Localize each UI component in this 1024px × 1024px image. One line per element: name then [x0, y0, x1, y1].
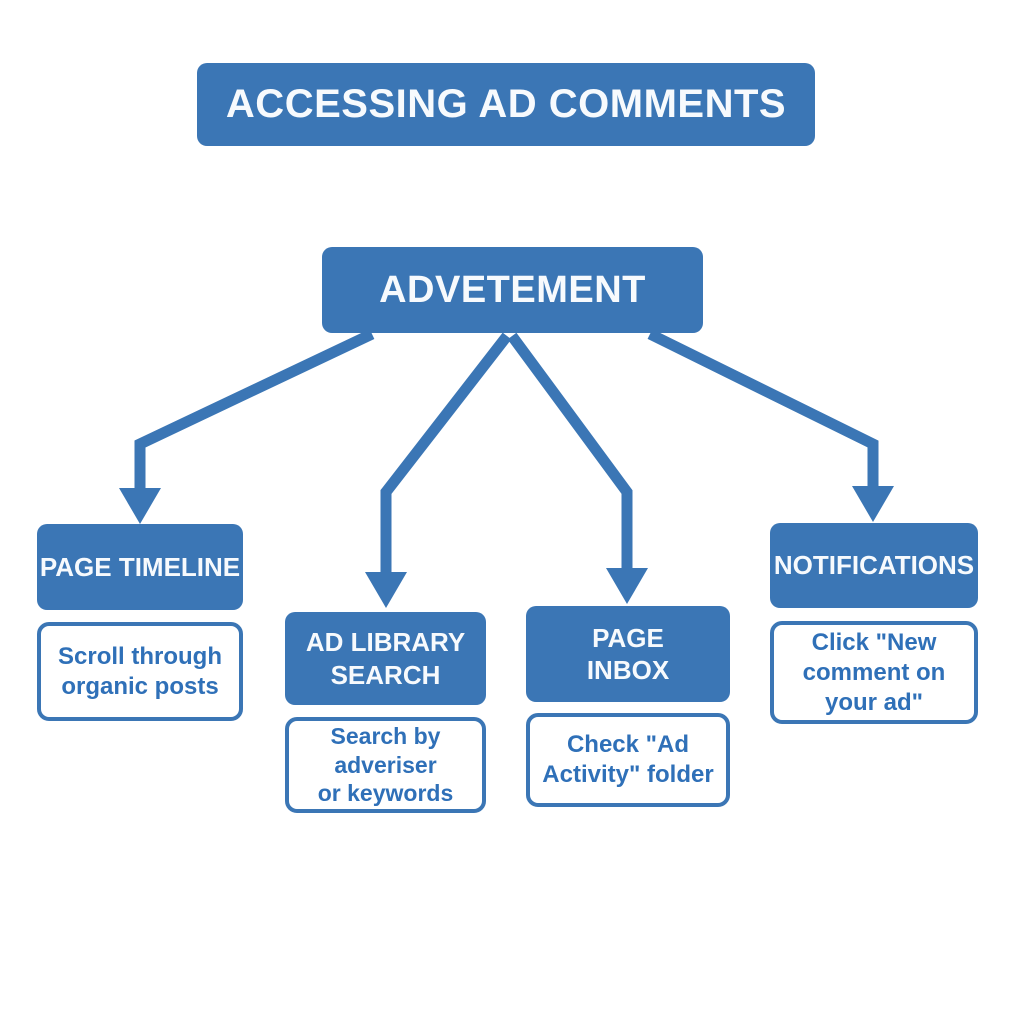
arrowhead-ad-library [365, 572, 407, 608]
arrowhead-page-inbox [606, 568, 648, 604]
branch-detail-ad-library-search: Search by adveriser or keywords [285, 717, 486, 813]
branch-header-ad-library-search: AD LIBRARY SEARCH [285, 612, 486, 705]
arrowhead-page-timeline [119, 488, 161, 524]
arrow-line-page-timeline [134, 329, 375, 492]
arrowhead-notifications [852, 486, 894, 522]
arrow-line-notifications [647, 329, 879, 490]
root-node-advertisement: ADVETEMENT [322, 247, 703, 333]
arrow-line-page-inbox [507, 332, 633, 572]
branch-detail-page-inbox: Check "Ad Activity" folder [526, 713, 730, 807]
branch-header-notifications: NOTIFICATIONS [770, 523, 978, 608]
branch-header-page-timeline: PAGE TIMELINE [37, 524, 243, 610]
branch-detail-page-timeline: Scroll through organic posts [37, 622, 243, 721]
arrow-line-ad-library [380, 332, 512, 576]
branch-detail-notifications: Click "New comment on your ad" [770, 621, 978, 724]
diagram-title: ACCESSING AD COMMENTS [197, 63, 815, 146]
branch-header-page-inbox: PAGE INBOX [526, 606, 730, 702]
